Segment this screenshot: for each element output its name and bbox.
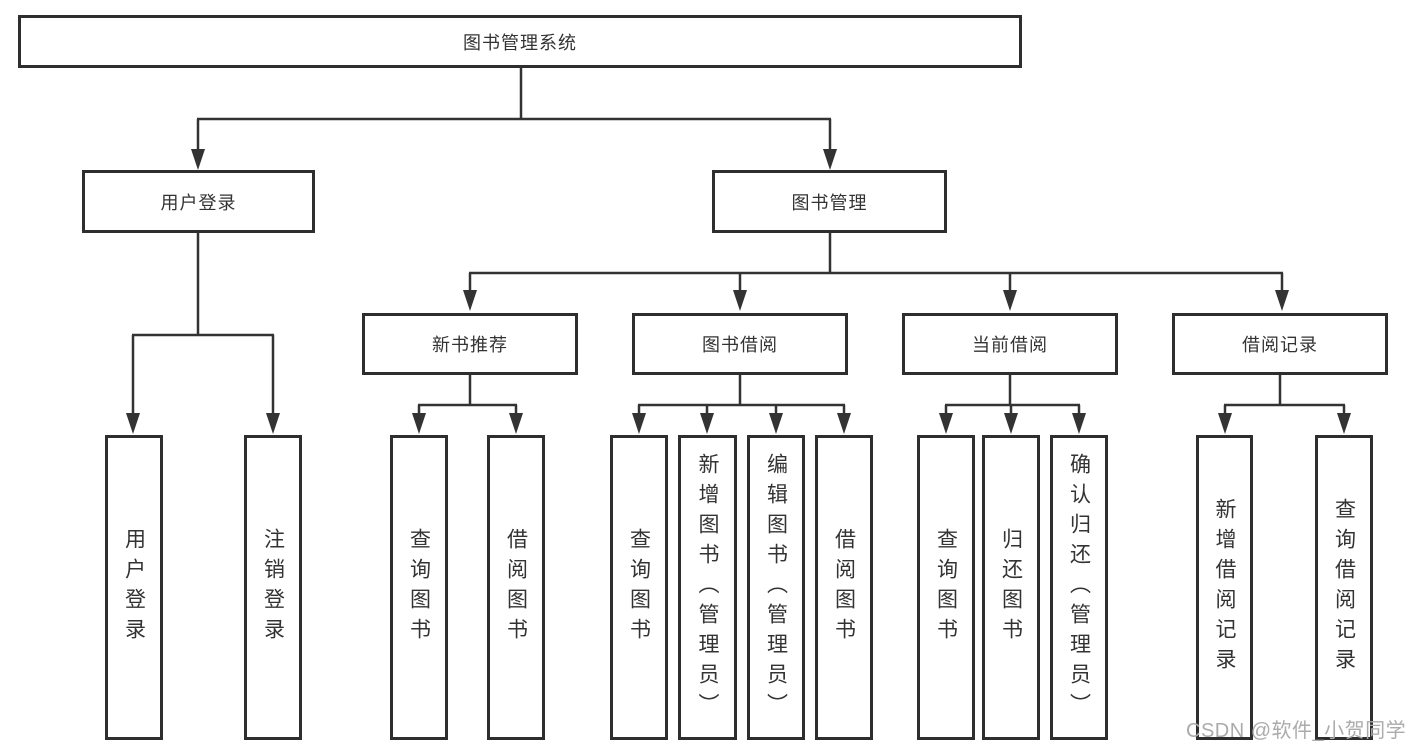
arrowhead: [509, 413, 523, 434]
leaf-user-login: 用户登录: [105, 435, 163, 740]
leaf-label: 新增借阅记录: [1213, 497, 1236, 678]
arrowhead: [126, 413, 140, 434]
arrowhead: [769, 413, 783, 434]
connector-recommend-to-leaves: [417, 375, 518, 415]
leaf-return-books: 归还图书: [982, 435, 1040, 740]
leaf-query-books-current: 查询图书: [917, 435, 975, 740]
arrowhead: [1003, 290, 1017, 311]
node-label: 图书管理: [791, 192, 868, 213]
leaf-query-borrow-record: 查询借阅记录: [1315, 435, 1373, 740]
leaf-label: 归还图书: [999, 527, 1023, 648]
leaf-logout: 注销登录: [244, 435, 302, 740]
arrowhead: [1337, 413, 1351, 434]
node-label: 图书借阅: [702, 335, 778, 355]
arrowhead: [1275, 290, 1289, 311]
leaf-label: 用户登录: [122, 527, 146, 648]
leaf-label: 确认归还（管理员）: [1067, 452, 1091, 723]
node-book-management: 图书管理: [712, 170, 947, 233]
leaf-label: 编辑图书（管理员）: [764, 452, 788, 723]
leaf-label: 查询图书: [407, 527, 431, 648]
leaf-label: 查询图书: [934, 527, 958, 648]
arrowhead: [266, 413, 280, 434]
node-root-system: 图书管理系统: [18, 15, 1022, 68]
arrowhead: [632, 413, 646, 434]
leaf-add-borrow-record: 新增借阅记录: [1196, 435, 1253, 740]
node-book-borrow: 图书借阅: [632, 313, 848, 375]
connector-mgmt-to-level3: [468, 233, 1284, 292]
leaf-borrow-books: 借阅图书: [815, 435, 873, 740]
node-root-label: 图书管理系统: [463, 32, 577, 53]
leaf-query-books-borrow: 查询图书: [610, 435, 668, 740]
connector-records-to-leaves: [1223, 375, 1346, 415]
leaf-label: 借阅图书: [504, 527, 528, 648]
csdn-watermark: CSDN @软件_小贺同学: [1186, 720, 1405, 742]
node-label: 新书推荐: [432, 335, 508, 355]
leaf-edit-books-admin: 编辑图书（管理员）: [747, 435, 805, 740]
arrowhead: [412, 413, 426, 434]
node-label: 当前借阅: [972, 335, 1048, 355]
leaf-label: 查询图书: [627, 527, 651, 648]
leaf-label: 借阅图书: [832, 527, 856, 648]
arrowhead: [463, 290, 477, 311]
node-new-book-recommend: 新书推荐: [362, 313, 578, 375]
leaf-label: 新增图书（管理员）: [696, 452, 719, 723]
leaf-label: 查询借阅记录: [1332, 497, 1356, 678]
arrowhead: [1004, 413, 1018, 434]
node-label: 借阅记录: [1242, 335, 1318, 355]
node-label: 用户登录: [160, 192, 237, 213]
connector-login-to-leaves: [131, 233, 275, 415]
leaf-borrow-books-recommend: 借阅图书: [487, 435, 545, 740]
arrowhead: [1218, 413, 1232, 434]
leaf-query-books-recommend: 查询图书: [390, 435, 448, 740]
arrowheads: [126, 149, 1351, 434]
arrowhead: [700, 413, 714, 434]
leaf-confirm-return-admin: 确认归还（管理员）: [1050, 435, 1108, 740]
node-user-login: 用户登录: [82, 170, 315, 233]
arrowhead: [939, 413, 953, 434]
arrowhead: [191, 149, 205, 170]
arrowhead: [733, 290, 747, 311]
leaf-label: 注销登录: [261, 527, 285, 648]
node-borrow-records: 借阅记录: [1172, 313, 1388, 375]
leaf-add-books-admin: 新增图书（管理员）: [678, 435, 737, 740]
arrowhead: [837, 413, 851, 434]
connector-borrow-to-leaves: [637, 375, 846, 415]
arrowhead: [823, 149, 837, 170]
arrowhead: [1072, 413, 1086, 434]
connector-root-to-level2: [196, 68, 832, 151]
node-current-borrow: 当前借阅: [902, 313, 1118, 375]
connector-current-to-leaves: [944, 375, 1081, 415]
